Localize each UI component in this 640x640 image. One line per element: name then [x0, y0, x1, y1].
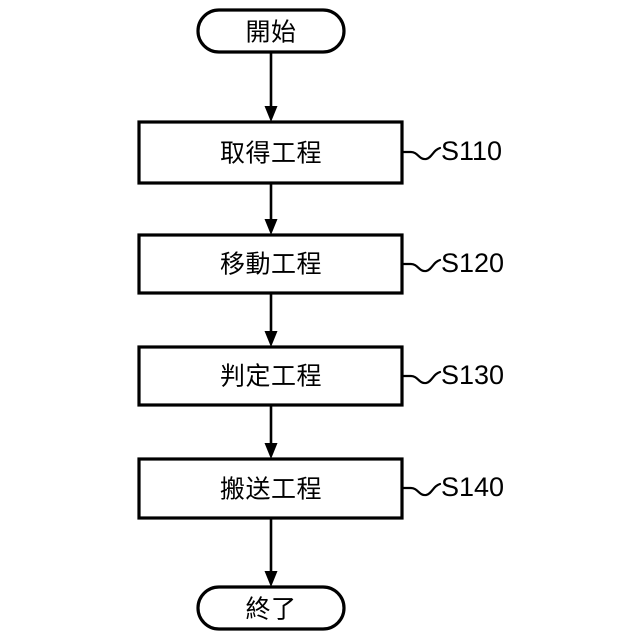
start-terminator-label: 開始	[245, 18, 296, 47]
s130-box-label: 判定工程	[220, 362, 322, 391]
s140-box-label: 搬送工程	[220, 475, 322, 504]
s110-leader-line	[401, 146, 442, 161]
s120-box-label: 移動工程	[220, 250, 322, 279]
node-s110[interactable]: 取得工程 S110	[137, 120, 502, 185]
s110-step-label: S110	[441, 136, 502, 166]
node-s130[interactable]: 判定工程 S130	[137, 345, 504, 407]
s120-step-label: S120	[441, 248, 504, 278]
s140-leader-line	[401, 482, 442, 497]
start-terminator-shape	[196, 8, 346, 54]
s120-leader-line	[401, 258, 442, 273]
connector-s120-to-s130	[264, 293, 278, 347]
s140-step-label: S140	[441, 472, 504, 502]
connector-s130-to-s140	[264, 405, 278, 459]
s140-box-shape	[137, 457, 404, 520]
s110-box-shape	[137, 120, 404, 185]
node-s120[interactable]: 移動工程 S120	[137, 233, 504, 295]
connector-start-to-s110	[264, 52, 278, 122]
end-terminator-shape	[196, 585, 346, 631]
end-terminator-label: 終了	[245, 595, 296, 624]
s110-box-label: 取得工程	[220, 139, 322, 168]
s120-box-shape	[137, 233, 404, 295]
node-start[interactable]: 開始	[196, 8, 346, 54]
node-s140[interactable]: 搬送工程 S140	[137, 457, 504, 520]
s130-step-label: S130	[441, 360, 504, 390]
node-end[interactable]: 終了	[196, 585, 346, 631]
connector-s110-to-s120	[264, 183, 278, 235]
s130-leader-line	[401, 370, 442, 385]
connector-s140-to-end	[264, 518, 278, 587]
